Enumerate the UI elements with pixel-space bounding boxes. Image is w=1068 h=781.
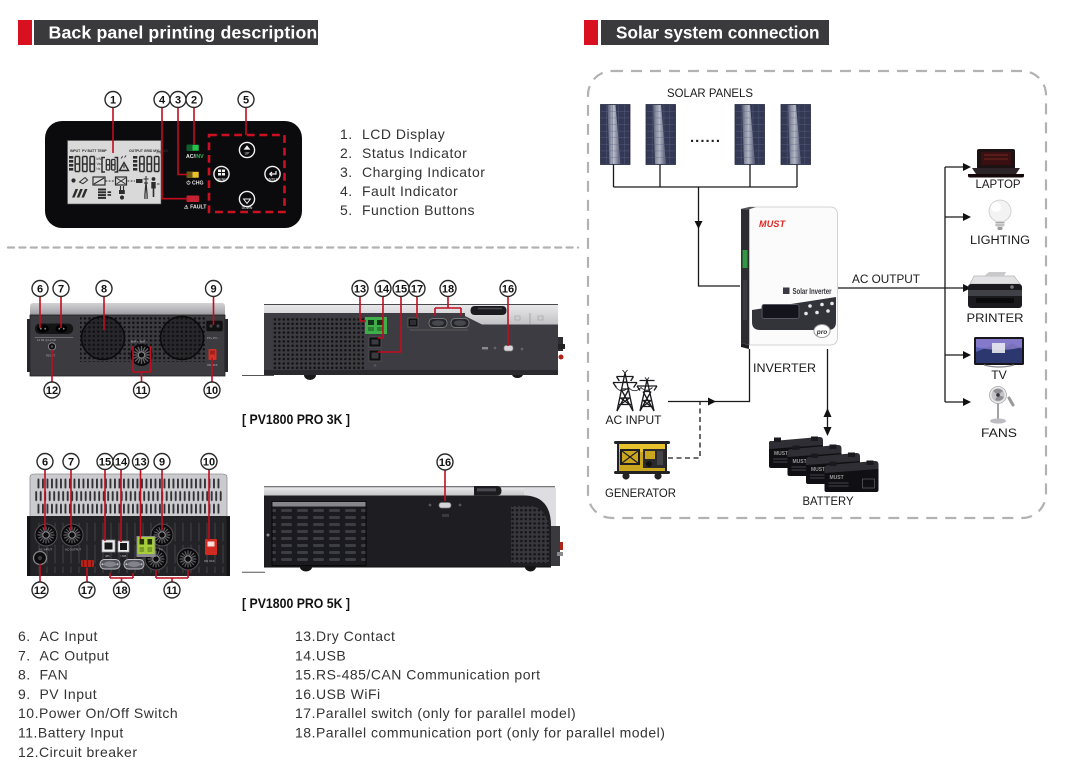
svg-text:INVERTER: INVERTER: [753, 361, 816, 375]
svg-text:Solar Inverter: Solar Inverter: [793, 287, 832, 296]
svg-text:17: 17: [81, 585, 93, 597]
svg-text:4: 4: [159, 95, 166, 107]
svg-text:L1 N1 ◎ L2 N2: L1 N1 ◎ L2 N2: [37, 338, 56, 342]
svg-text:1.: 1.: [340, 126, 353, 142]
svg-text:10: 10: [206, 385, 218, 397]
svg-text:SOLAR PANELS: SOLAR PANELS: [667, 86, 753, 100]
svg-text:9: 9: [159, 457, 165, 469]
svg-text:5.: 5.: [340, 202, 353, 218]
svg-text:1: 1: [110, 95, 116, 107]
svg-text:4.: 4.: [340, 183, 353, 199]
svg-text:OUTPUT GRID MYLOAD: OUTPUT GRID MYLOAD: [129, 149, 169, 153]
svg-text:LIGHTING: LIGHTING: [970, 233, 1030, 247]
svg-text:AC INPUT: AC INPUT: [39, 548, 52, 552]
svg-text:3.: 3.: [340, 164, 353, 180]
svg-text:6. AC Input: 6. AC Input: [18, 628, 98, 644]
svg-text:7: 7: [68, 457, 74, 469]
svg-text:9. PV Input: 9. PV Input: [18, 686, 97, 702]
svg-text:18: 18: [115, 585, 127, 597]
svg-text:8: 8: [101, 284, 107, 296]
svg-text:Hz: Hz: [97, 167, 101, 171]
svg-text:[ PV1800 PRO 3K ]: [ PV1800 PRO 3K ]: [242, 411, 350, 427]
svg-text:11: 11: [136, 385, 148, 397]
svg-text:LCD Display: LCD Display: [362, 126, 445, 142]
svg-text:15: 15: [99, 457, 111, 469]
svg-text:AC/INV: AC/INV: [186, 154, 204, 160]
svg-text:ENTER: ENTER: [267, 178, 279, 182]
svg-text:14.USB: 14.USB: [295, 647, 346, 663]
svg-text:......: ......: [690, 129, 721, 146]
svg-text:RESET: RESET: [46, 354, 56, 358]
svg-text:18.Parallel communication port: 18.Parallel communication port (only for…: [295, 725, 665, 741]
svg-text:17.Parallel switch (only for p: 17.Parallel switch (only for parallel mo…: [295, 705, 576, 721]
svg-text:USB: USB: [121, 554, 127, 558]
svg-text:15.RS-485/CAN Communication po: 15.RS-485/CAN Communication port: [295, 667, 541, 683]
svg-text:15: 15: [395, 284, 407, 296]
svg-text:[ PV1800 PRO 5K ]: [ PV1800 PRO 5K ]: [242, 595, 350, 611]
svg-text:MUST: MUST: [774, 451, 788, 457]
svg-text:AC OUTPUT: AC OUTPUT: [65, 548, 81, 552]
svg-text:GENERATOR: GENERATOR: [605, 486, 676, 500]
svg-text:PRINTER: PRINTER: [967, 311, 1024, 325]
svg-text:8. FAN: 8. FAN: [18, 667, 68, 683]
svg-text:2: 2: [191, 95, 197, 107]
svg-text:7: 7: [58, 284, 64, 296]
svg-text:17: 17: [411, 284, 423, 296]
svg-text:Vac: Vac: [97, 162, 103, 166]
svg-text:Solar system connection: Solar system connection: [616, 23, 819, 43]
svg-text:13: 13: [354, 284, 366, 296]
svg-text:PV+ PV−: PV+ PV−: [207, 336, 219, 340]
svg-text:DOWN: DOWN: [242, 206, 253, 210]
svg-text:BATTERY: BATTERY: [803, 494, 854, 508]
svg-text:MUST: MUST: [759, 219, 787, 229]
svg-text:6: 6: [42, 457, 48, 469]
svg-text:Status Indicator: Status Indicator: [362, 145, 467, 161]
svg-text:⚠ FAULT: ⚠ FAULT: [184, 205, 207, 211]
svg-text:16.USB WiFi: 16.USB WiFi: [295, 686, 381, 702]
svg-text:485: 485: [105, 554, 110, 558]
svg-text:16: 16: [502, 284, 514, 296]
svg-text:12.Circuit breaker: 12.Circuit breaker: [18, 744, 138, 760]
svg-text:12: 12: [34, 585, 46, 597]
svg-text:2.: 2.: [340, 145, 353, 161]
svg-text:7. AC Output: 7. AC Output: [18, 647, 109, 663]
svg-text:Function Buttons: Function Buttons: [362, 202, 475, 218]
svg-text:FANS: FANS: [981, 426, 1017, 440]
svg-text:3: 3: [175, 95, 181, 107]
svg-text:14: 14: [115, 457, 128, 469]
svg-text:5: 5: [243, 95, 249, 107]
svg-text:Fault Indicator: Fault Indicator: [362, 183, 458, 199]
svg-text:UP: UP: [245, 152, 250, 156]
svg-text:kW: kW: [157, 151, 162, 155]
svg-text:10.Power On/Off Switch: 10.Power On/Off Switch: [18, 705, 178, 721]
svg-text:13: 13: [134, 457, 146, 469]
svg-text:MENU: MENU: [217, 178, 228, 182]
svg-text:pro: pro: [816, 329, 828, 336]
svg-text:18: 18: [442, 284, 454, 296]
svg-text:11.Battery Input: 11.Battery Input: [18, 725, 124, 741]
svg-text:16: 16: [439, 457, 451, 469]
svg-text:Back panel printing descriptio: Back panel printing description: [49, 23, 318, 43]
svg-text:6: 6: [37, 284, 43, 296]
svg-text:kW: kW: [97, 157, 102, 161]
svg-text:AC OUTPUT: AC OUTPUT: [852, 272, 921, 286]
svg-text:⏻ CHG: ⏻ CHG: [187, 180, 204, 187]
svg-text:Charging Indicator: Charging Indicator: [362, 164, 485, 180]
svg-text:13.Dry Contact: 13.Dry Contact: [295, 628, 395, 644]
svg-text:12: 12: [46, 385, 58, 397]
svg-text:9: 9: [210, 284, 216, 296]
svg-text:PV: PV: [159, 548, 163, 552]
svg-text:LAPTOP: LAPTOP: [976, 177, 1021, 191]
svg-text:11: 11: [166, 585, 178, 597]
svg-text:BAT+ BAT−: BAT+ BAT−: [131, 340, 148, 344]
svg-text:14: 14: [377, 284, 390, 296]
svg-text:AC INPUT: AC INPUT: [606, 413, 663, 427]
svg-text:10: 10: [203, 457, 215, 469]
svg-text:INPUT PV BATT TEMP: INPUT PV BATT TEMP: [70, 149, 107, 153]
svg-text:ON OFF: ON OFF: [204, 559, 215, 563]
svg-text:TV: TV: [991, 368, 1007, 382]
